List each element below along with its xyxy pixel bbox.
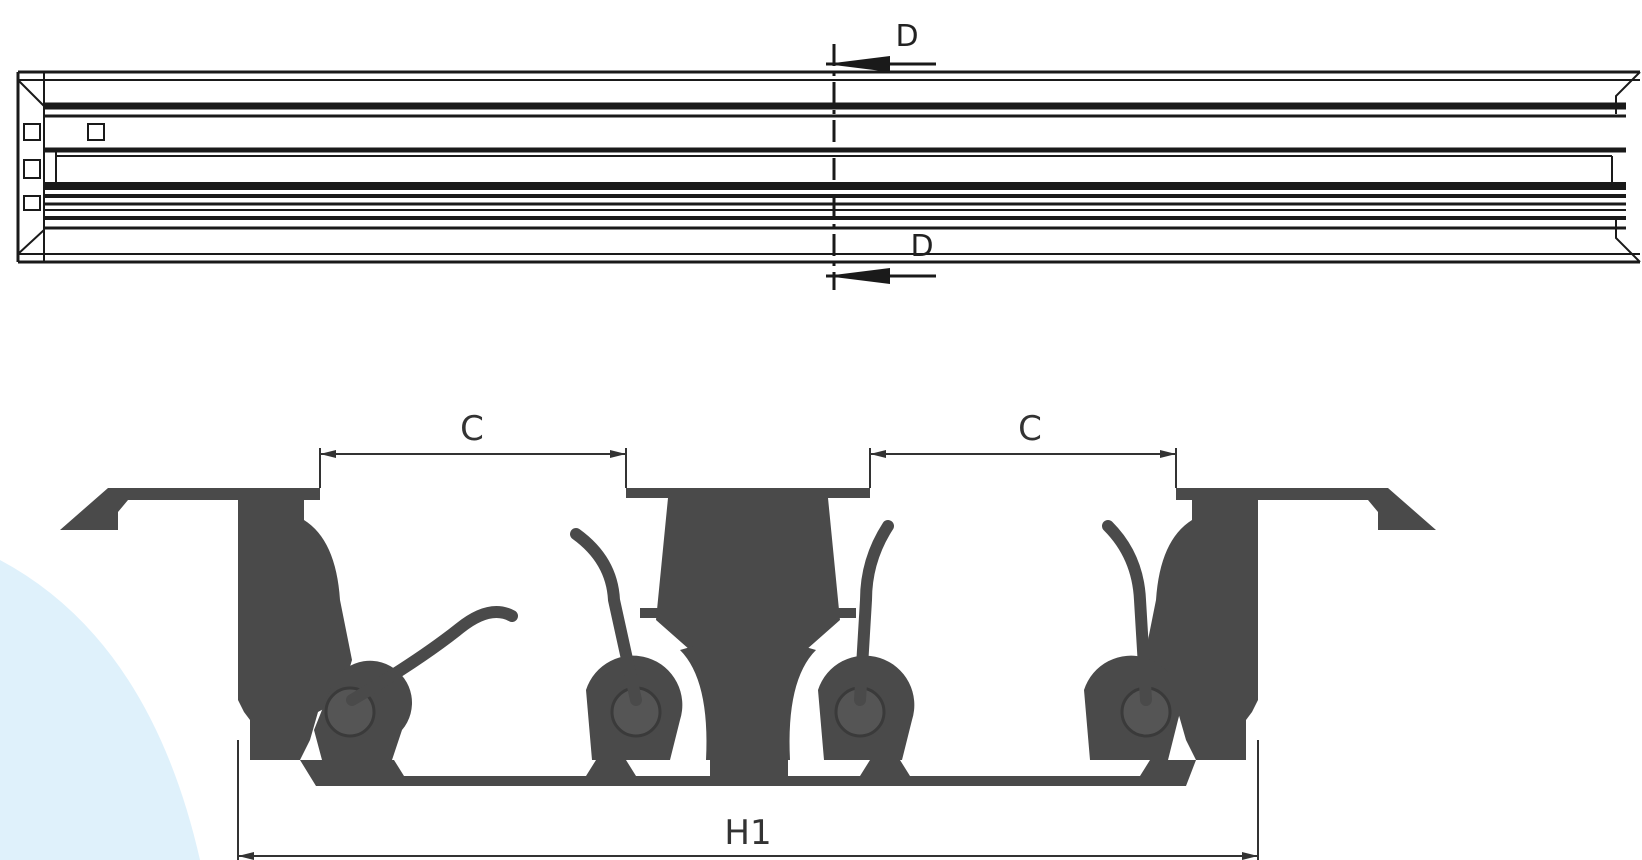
arrow-icon [238, 852, 254, 860]
section-arrow-top-icon [826, 56, 890, 72]
section-label-bottom: D [910, 229, 933, 264]
dimension-lines [237, 448, 1259, 860]
dimension-arrows [238, 450, 1258, 860]
cross-section-profile [60, 488, 1436, 786]
section-arrow-bottom-icon [826, 268, 890, 284]
dimension-label-c-left: C [460, 409, 484, 449]
dimension-label-h1: H1 [724, 813, 771, 853]
arrow-icon [610, 450, 626, 458]
arrow-icon [320, 450, 336, 458]
arrow-icon [870, 450, 886, 458]
deflector-blades [346, 520, 1152, 706]
arrow-icon [1160, 450, 1176, 458]
dimension-label-c-right: C [1018, 409, 1042, 449]
top-view [16, 44, 1641, 290]
background-circle-shape [0, 560, 200, 860]
arrow-icon [1242, 852, 1258, 860]
section-label-top: D [895, 19, 918, 54]
